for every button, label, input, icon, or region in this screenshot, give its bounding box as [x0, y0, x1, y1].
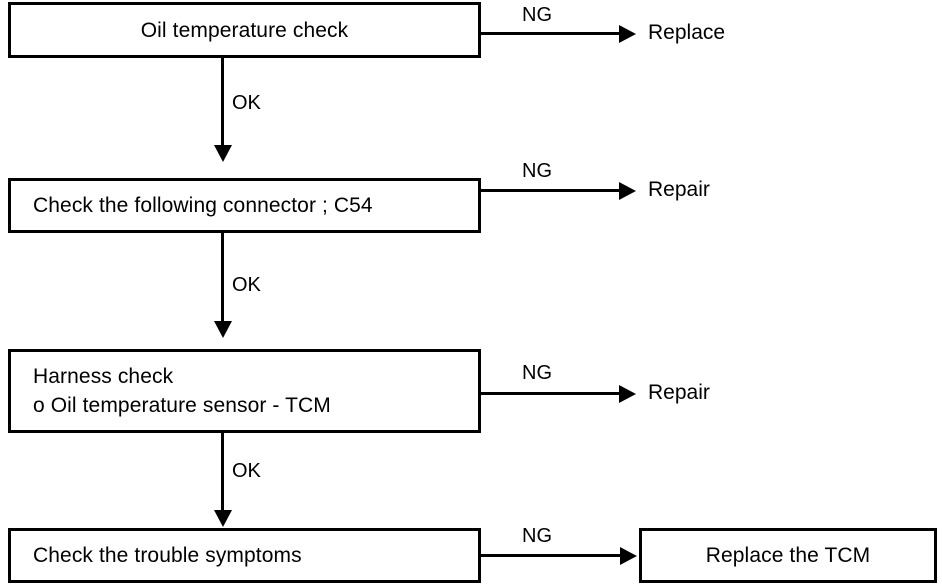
- process-box-label: Check the trouble symptoms: [33, 544, 302, 567]
- edge-label-ng-step4: NG: [522, 525, 552, 547]
- edge-step1-ok-line: [221, 58, 224, 146]
- edge-label-ng-step2: NG: [522, 160, 552, 182]
- process-box-harness-check[interactable]: Harness check o Oil temperature sensor -…: [8, 349, 481, 433]
- process-box-check-connector[interactable]: Check the following connector ; C54: [8, 178, 481, 233]
- terminal-replace-1: Replace: [648, 21, 726, 44]
- edge-label-ng-step3: NG: [522, 362, 552, 384]
- edge-step3-ok-arrowhead: [213, 510, 232, 527]
- edge-step2-ng-line: [481, 189, 625, 192]
- edge-label-ok-step3: OK: [232, 460, 261, 482]
- edge-label-ok-step2: OK: [232, 274, 261, 296]
- process-box-label: Harness check o Oil temperature sensor -…: [33, 365, 331, 417]
- edge-step2-ok-line: [221, 233, 224, 322]
- process-box-label: Check the following connector ; C54: [33, 194, 373, 217]
- edge-step1-ng-arrowhead: [619, 24, 636, 43]
- process-box-check-trouble-symptoms[interactable]: Check the trouble symptoms: [8, 528, 481, 583]
- edge-step2-ok-arrowhead: [213, 321, 232, 338]
- process-box-label: Oil temperature check: [140, 18, 349, 42]
- process-box-replace-the-tcm[interactable]: Replace the TCM: [639, 528, 937, 583]
- edge-label-ok-step1: OK: [232, 92, 261, 114]
- process-box-oil-temperature-check[interactable]: Oil temperature check: [8, 2, 481, 58]
- process-box-label: Replace the TCM: [705, 544, 871, 567]
- edge-step4-ng-line: [481, 554, 621, 557]
- edge-step2-ng-arrowhead: [619, 181, 636, 200]
- edge-step1-ng-line: [481, 32, 625, 35]
- edge-step3-ng-line: [481, 392, 625, 395]
- terminal-repair-2: Repair: [648, 381, 710, 404]
- edge-label-ng-step1: NG: [522, 4, 552, 26]
- edge-step3-ng-arrowhead: [619, 384, 636, 403]
- edge-step1-ok-arrowhead: [213, 145, 232, 162]
- edge-step3-ok-line: [221, 433, 224, 511]
- edge-step4-ng-arrowhead: [620, 546, 637, 565]
- terminal-repair-1: Repair: [648, 178, 710, 201]
